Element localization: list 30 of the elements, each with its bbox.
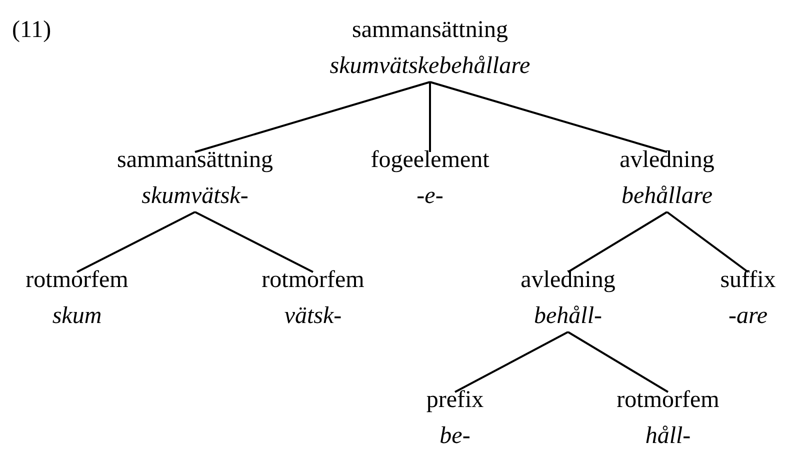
example-number: (11) [12, 16, 52, 45]
word-form: skumvätskebehållare [330, 52, 530, 81]
word-form: be- [440, 422, 470, 451]
word-form: -e- [416, 182, 444, 211]
category-label: sammansättning [352, 16, 508, 45]
word-form: vätsk- [284, 302, 342, 331]
category-label: suffix [720, 266, 776, 295]
tree-branch [194, 211, 314, 273]
category-label: sammansättning [117, 146, 273, 175]
word-form: håll- [645, 422, 691, 451]
tree-branch [567, 331, 669, 393]
tree-branch [454, 331, 568, 393]
tree-branch [430, 81, 668, 153]
tree-branch [666, 211, 749, 273]
word-form: behåll- [534, 302, 602, 331]
category-label: avledning [520, 266, 616, 295]
category-label: rotmorfem [26, 266, 128, 295]
word-form: skum [52, 302, 102, 331]
category-label: prefix [426, 386, 484, 415]
tree-branch [429, 82, 431, 152]
category-label: rotmorfem [262, 266, 364, 295]
category-label: avledning [620, 146, 714, 175]
word-form: behållare [621, 182, 713, 211]
tree-branch [567, 211, 668, 273]
tree-branch [194, 81, 430, 153]
category-label: fogeelement [370, 146, 490, 175]
tree-branch [76, 211, 196, 273]
word-form: -are [728, 302, 768, 331]
word-form: skumvätsk- [142, 182, 248, 211]
category-label: rotmorfem [616, 386, 720, 415]
